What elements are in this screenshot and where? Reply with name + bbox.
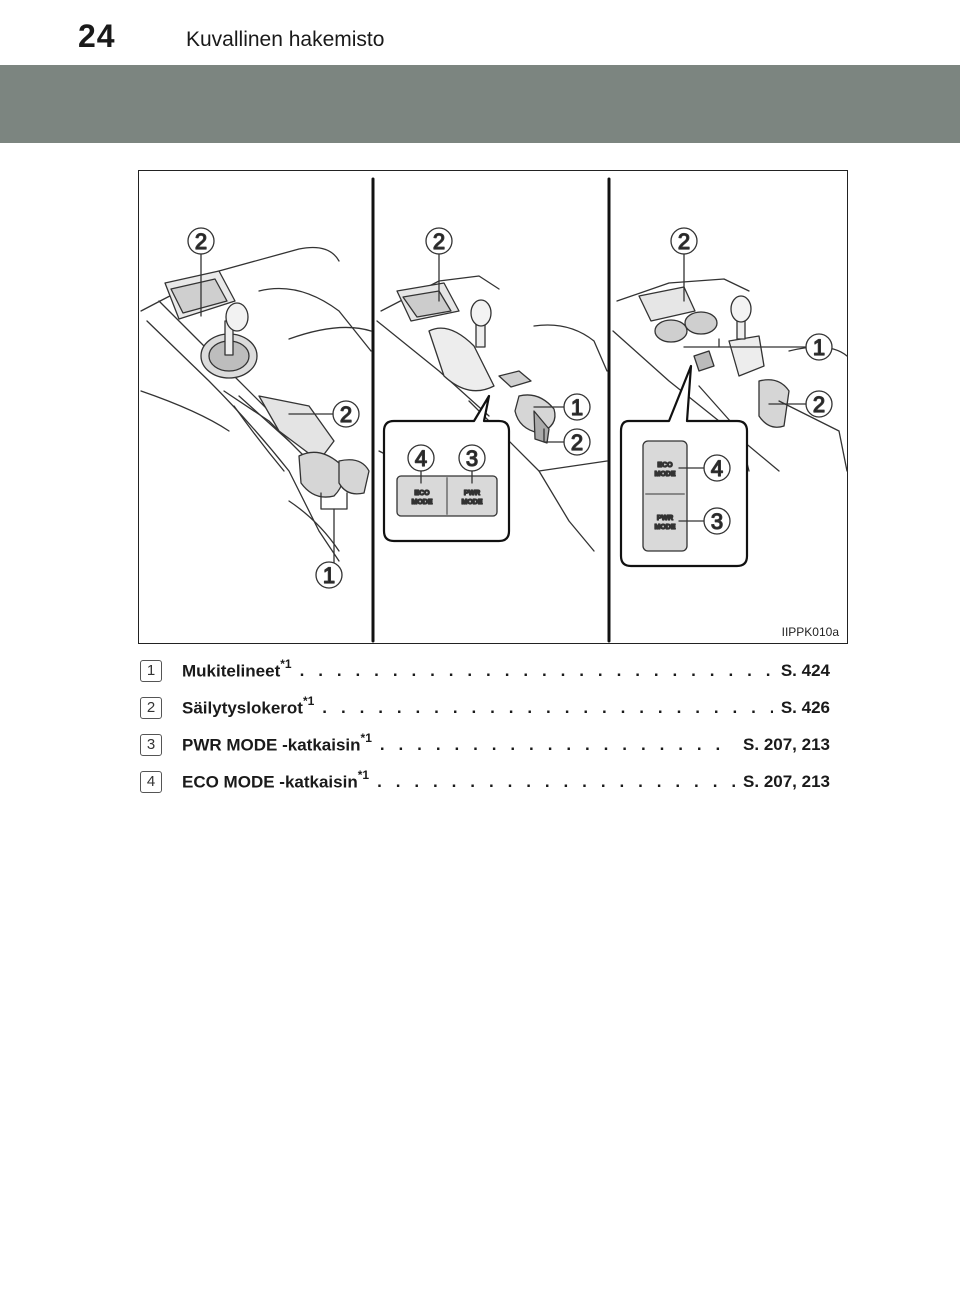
pwr-button-mode: MODE xyxy=(655,524,676,531)
leader-dots: . . . . . . . . . . . . . . . . . . . . … xyxy=(299,660,773,680)
callout-3: 3 xyxy=(466,446,478,471)
console-drawing: 2 2 1 xyxy=(140,177,848,643)
legend-item-cupholders: 1 Mukitelineet*1 . . . . . . . . . . . .… xyxy=(140,652,830,689)
legend-item-eco-mode: 4 ECO MODE -katkaisin*1 . . . . . . . . … xyxy=(140,763,830,800)
leader-dots: . . . . . . . . . . . . . . . . . . . . … xyxy=(322,697,773,717)
callout-2: 2 xyxy=(571,430,583,455)
item-number: 1 xyxy=(140,659,162,682)
item-number: 2 xyxy=(140,696,162,719)
callout-2: 2 xyxy=(340,402,352,427)
legend-item-pwr-mode: 3 PWR MODE -katkaisin*1 . . . . . . . . … xyxy=(140,726,830,763)
item-label: PWR MODE -katkaisin*1 xyxy=(182,731,372,755)
callout-4: 4 xyxy=(415,446,427,471)
panel-manual-mode-buttons xyxy=(376,227,608,552)
leader-dots: . . . . . . . . . . . . . . . . . . . . … xyxy=(377,771,735,791)
callout-2: 2 xyxy=(433,229,445,254)
callout-1: 1 xyxy=(813,335,825,360)
panel-automatic-console xyxy=(612,227,848,568)
leader-dots: . . . . . . . . . . . . . . . . . . . . … xyxy=(379,734,735,754)
eco-button-label: ECO xyxy=(657,462,673,469)
panel-manual-console xyxy=(140,227,372,589)
pwr-button-label: PWR xyxy=(464,490,480,497)
page-reference-link[interactable]: S. 426 xyxy=(780,697,830,717)
callout-2: 2 xyxy=(195,229,207,254)
page-number: 24 xyxy=(78,18,116,54)
page-header: 24 Kuvallinen hakemisto xyxy=(0,0,960,62)
header-band xyxy=(0,65,960,143)
section-title: Kuvallinen hakemisto xyxy=(186,28,385,51)
legend-list: 1 Mukitelineet*1 . . . . . . . . . . . .… xyxy=(140,652,830,800)
page-reference-link[interactable]: S. 207, 213 xyxy=(743,771,830,791)
pwr-button-label: PWR xyxy=(657,515,673,522)
pwr-button-mode: MODE xyxy=(462,499,483,506)
item-label: ECO MODE -katkaisin*1 xyxy=(182,768,370,792)
callout-4: 4 xyxy=(711,456,723,481)
legend-item-storage: 2 Säilytyslokerot*1 . . . . . . . . . . … xyxy=(140,689,830,726)
callout-1: 1 xyxy=(571,395,583,420)
eco-button-label: ECO xyxy=(414,490,430,497)
page-reference-link[interactable]: S. 424 xyxy=(780,660,830,680)
item-number: 3 xyxy=(140,733,162,756)
eco-button-mode: MODE xyxy=(412,499,433,506)
console-illustration: 2 2 1 xyxy=(138,170,848,644)
item-number: 4 xyxy=(140,770,162,793)
page-reference-link[interactable]: S. 207, 213 xyxy=(743,734,830,754)
item-label: Säilytyslokerot*1 xyxy=(182,694,315,718)
eco-button-mode: MODE xyxy=(655,471,676,478)
item-label: Mukitelineet*1 xyxy=(182,657,292,681)
callout-2: 2 xyxy=(678,229,690,254)
figure-code: IIPPK010a xyxy=(781,625,839,639)
callout-2: 2 xyxy=(813,392,825,417)
callout-1: 1 xyxy=(323,563,335,588)
callout-3: 3 xyxy=(711,509,723,534)
